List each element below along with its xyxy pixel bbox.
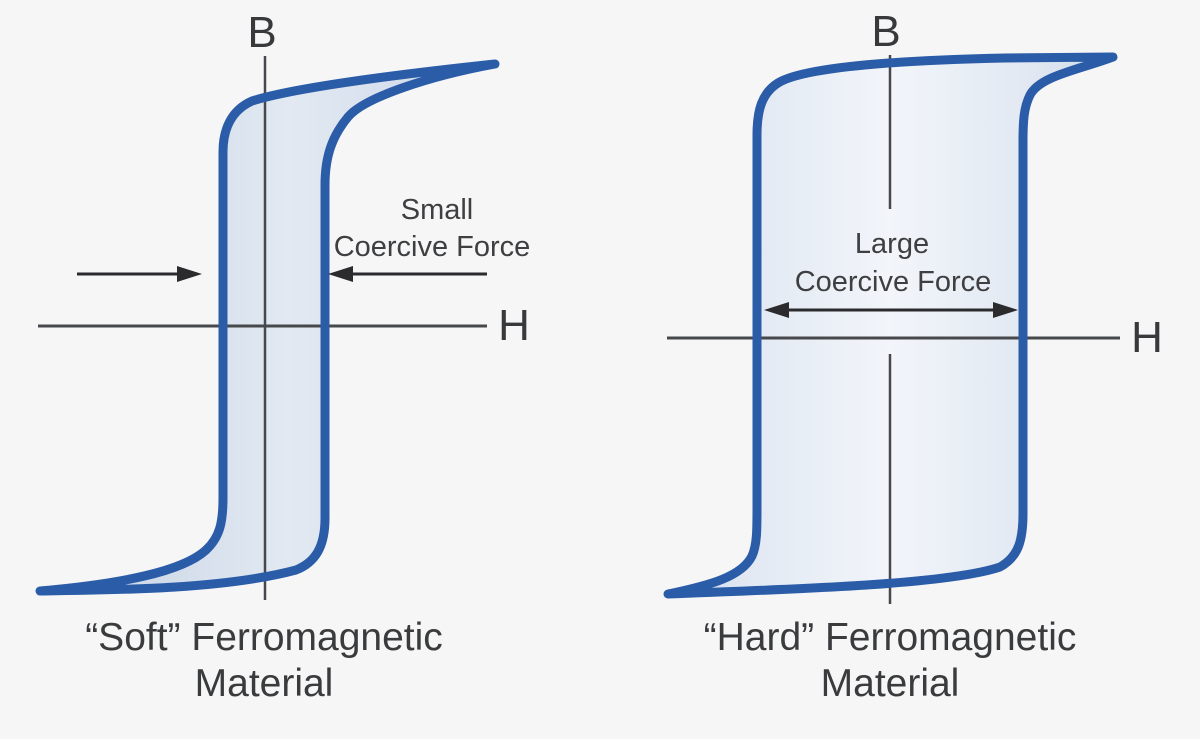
hard-material-diagram: B H Large Coercive Force “Hard” Ferromag… xyxy=(663,7,1163,705)
soft-caption-line2: Material xyxy=(195,662,334,705)
hard-right-arrowhead-icon xyxy=(993,302,1018,318)
hard-annotation-line1: Large xyxy=(855,228,929,260)
hard-loop-curve xyxy=(663,52,1118,599)
soft-left-arrow xyxy=(77,266,202,282)
hard-caption-line1: “Hard” Ferromagnetic xyxy=(704,616,1077,659)
hard-loop-fill xyxy=(668,57,1113,594)
soft-annotation-line1: Small xyxy=(401,194,474,226)
soft-caption-line1: “Soft” Ferromagnetic xyxy=(85,616,443,659)
hard-left-arrowhead-icon xyxy=(764,302,789,318)
soft-b-axis-label: B xyxy=(247,8,276,57)
soft-material-diagram: B H Small Coercive Force “Soft” Ferromag… xyxy=(35,8,531,705)
soft-loop-curve xyxy=(35,59,500,596)
hard-caption-line2: Material xyxy=(821,662,960,705)
hard-b-axis-label: B xyxy=(871,7,900,56)
hard-h-axis-label: H xyxy=(1131,313,1163,362)
soft-left-arrowhead-icon xyxy=(177,266,202,282)
soft-annotation-line2: Coercive Force xyxy=(334,231,531,263)
hard-annotation-line2: Coercive Force xyxy=(795,266,992,298)
hard-coercive-arrow xyxy=(764,302,1018,318)
soft-right-arrow xyxy=(328,266,487,282)
soft-h-axis-label: H xyxy=(498,301,530,350)
soft-right-arrowhead-icon xyxy=(328,266,353,282)
